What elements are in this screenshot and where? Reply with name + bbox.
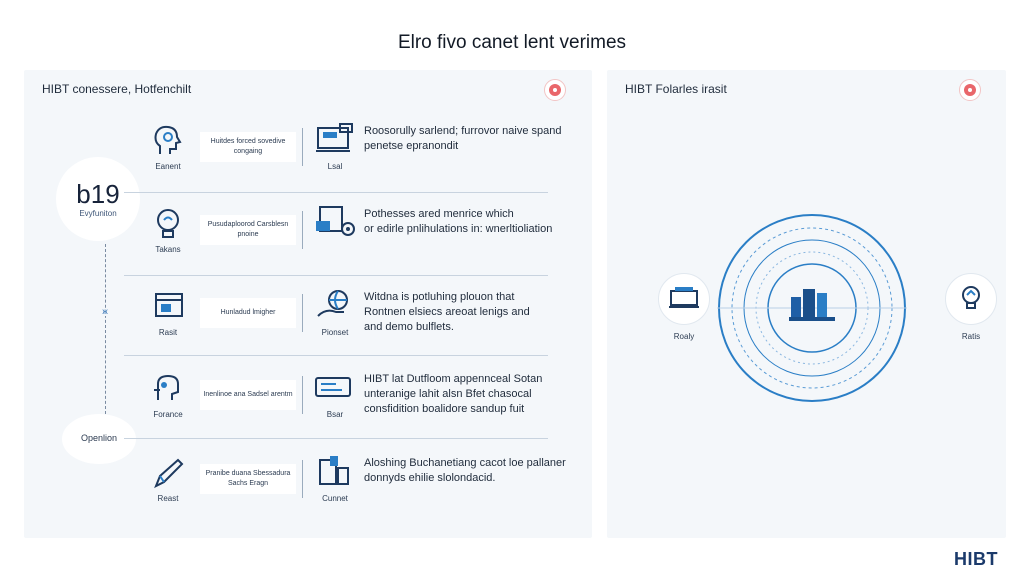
brand-logo: HIBT: [954, 549, 998, 569]
hibt-logo-icon: [959, 79, 981, 101]
row-divider: [124, 192, 548, 193]
row-separator: [302, 376, 303, 414]
terminal-screen-icon: [314, 370, 356, 404]
row-description-line: donnyds ehilie slolondacid.: [364, 472, 496, 484]
row-separator: [302, 294, 303, 332]
row-description-line: Aloshing Buchanetiang cacot loe pallaner: [364, 457, 566, 469]
row-divider: [124, 275, 548, 276]
card-stack-icon: [669, 287, 699, 308]
list-item: Reast Pranibe duana Sbessadura Sachs Era…: [140, 456, 580, 526]
server-stack-icon: [314, 205, 356, 239]
right-panel-heading: HIBT Folarles irasit: [625, 82, 727, 96]
row-label-a: Reast: [157, 494, 179, 503]
pencil-icon: [150, 456, 186, 490]
row-description: Pothesses ared menrice which or edirle p…: [364, 207, 578, 237]
timeline-connector: [105, 244, 106, 414]
city-buildings-icon: [787, 283, 837, 323]
side-node-right-label: Ratis: [961, 332, 981, 341]
row-description-line: HIBT lat Dutfloom appennceal Sotan: [364, 373, 543, 385]
row-separator: [302, 128, 303, 166]
row-box: Pusudaploorod Carsblesn pnoine: [200, 215, 296, 245]
row-description-line: penetse epranondit: [364, 140, 459, 152]
head-profile-icon: [150, 124, 186, 158]
side-node-right: [945, 273, 997, 325]
option-label: Openlion: [80, 433, 118, 443]
stat-number: b19: [76, 179, 120, 209]
row-description: Witdna is potluhing plouon that Rontnen …: [364, 290, 578, 335]
row-separator: [302, 211, 303, 249]
hibt-logo-icon: [544, 79, 566, 101]
list-item: Rasit Hunladud lmigher Pionset Witdna is…: [140, 290, 580, 360]
side-node-left: [658, 273, 710, 325]
list-item: Takans Pusudaploorod Carsblesn pnoine Po…: [140, 205, 580, 277]
stat-circle: b19 Evyfuniton: [56, 157, 140, 241]
row-box: Hunladud lmigher: [200, 298, 296, 328]
option-circle: Openlion: [62, 414, 136, 464]
row-description: HIBT lat Dutfloom appennceal Sotan unter…: [364, 372, 578, 417]
row-description-line: Rontnen elsiecs areoat lenigs and: [364, 306, 530, 318]
timeline-node-marker: ж: [101, 307, 109, 316]
row-divider: [124, 438, 548, 439]
list-item: Forance Inenlinoe ana Sadsel arentm Bsar…: [140, 372, 580, 442]
row-box: Inenlinoe ana Sadsel arentm: [200, 380, 296, 410]
lightbulb-icon: [150, 207, 186, 241]
row-separator: [302, 460, 303, 498]
row-description-line: or edirle pnlihulations in: wnerltioliat…: [364, 223, 553, 235]
list-item: Eanent Huitdes forced sovedive congaing …: [140, 122, 580, 194]
row-description-line: unteranige lahit alsn Bfet chasocal: [364, 388, 532, 400]
row-description-line: Pothesses ared menrice which: [364, 208, 514, 220]
cash-register-icon: [314, 122, 356, 156]
row-label-c: Pionset: [321, 328, 349, 337]
row-description-line: Witdna is potluhing plouon that: [364, 291, 515, 303]
ring-diagram: [717, 213, 907, 403]
lightbulb-icon: [962, 286, 980, 309]
page-title: Elro fivo canet lent verimes: [397, 32, 627, 53]
row-description: Aloshing Buchanetiang cacot loe pallaner…: [364, 456, 578, 486]
row-label-a: Forance: [153, 410, 183, 419]
row-box: Huitdes forced sovedive congaing: [200, 132, 296, 162]
row-description-line: and demo bulflets.: [364, 321, 454, 333]
row-description: Roosorully sarlend; furrovor naive spand…: [364, 124, 578, 154]
robot-face-icon: [150, 372, 186, 406]
row-label-a: Eanent: [155, 162, 181, 171]
row-label-a: Rasit: [158, 328, 178, 337]
row-label-a: Takans: [155, 245, 181, 254]
row-description-line: consfidition boalidore sandup fuit: [364, 403, 525, 415]
stat-caption: Evyfuniton: [79, 209, 117, 218]
row-description-line: Roosorully sarlend; furrovor naive spand: [364, 125, 562, 137]
row-box: Pranibe duana Sbessadura Sachs Eragn: [200, 464, 296, 494]
building-document-icon: [314, 454, 356, 488]
left-panel-heading: HIBT conessere, Hotfenchilt: [42, 82, 192, 96]
browser-window-icon: [150, 290, 186, 324]
row-label-c: Lsal: [327, 162, 343, 171]
row-label-c: Cunnet: [322, 494, 348, 503]
row-divider: [124, 355, 548, 356]
globe-hand-icon: [314, 288, 356, 322]
side-node-left-label: Roaly: [673, 332, 695, 341]
row-label-c: Bsar: [326, 410, 344, 419]
